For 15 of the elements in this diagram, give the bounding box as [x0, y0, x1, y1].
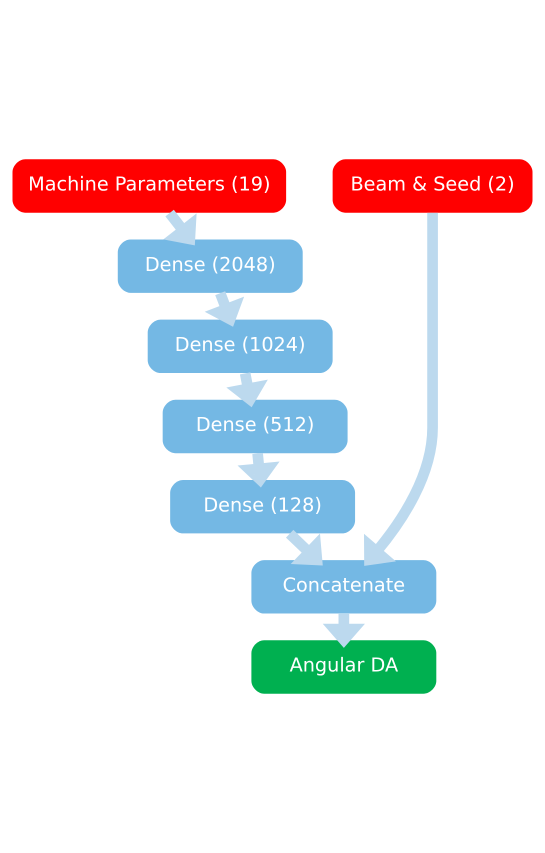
arrow	[286, 530, 323, 566]
node-box: Angular DA	[251, 640, 436, 694]
arrow	[204, 291, 244, 327]
node-box: Beam & Seed (2)	[332, 159, 532, 213]
arrow	[226, 372, 268, 408]
node-box: Dense (128)	[170, 480, 356, 534]
arrow	[364, 212, 438, 566]
node-box: Dense (2048)	[118, 239, 303, 293]
node-box: Concatenate	[251, 560, 436, 614]
arrow	[238, 453, 280, 488]
node-box: Dense (512)	[162, 400, 348, 454]
arrow	[322, 614, 365, 648]
node-box: Dense (1024)	[148, 320, 333, 374]
node-box: Machine Parameters (19)	[12, 159, 286, 213]
arrow	[163, 210, 197, 246]
